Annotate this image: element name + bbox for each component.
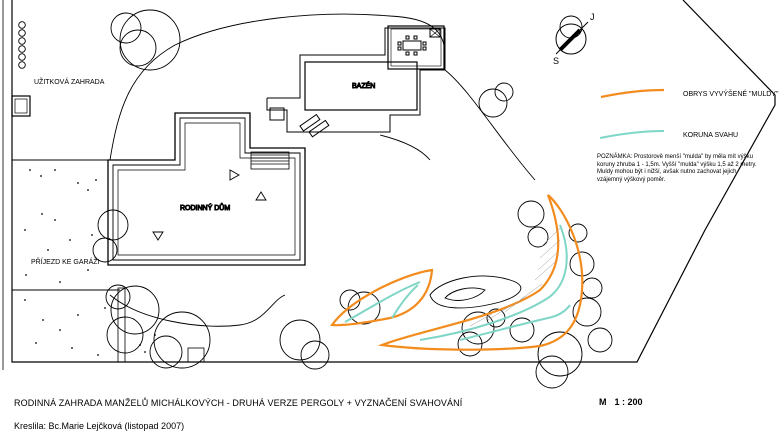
legend-mound-swatch [600, 88, 665, 99]
lawn-islands [429, 275, 522, 309]
mound-outlines [329, 194, 584, 351]
kitchen-garden: UŽITKOVÁ ZAHRADA [11, 21, 105, 117]
compass-north: J [590, 12, 595, 22]
family-house: RODINNÝ DŮM [107, 112, 306, 266]
compost-box [11, 95, 31, 117]
legend-slope-swatch [599, 130, 665, 139]
legend-mound-label: OBRYS VYVÝŠENÉ "MULDY" [683, 89, 779, 98]
driveway: PŘÍJEZD KE GARÁŽI [24, 169, 205, 363]
label-house: RODINNÝ DŮM [180, 203, 230, 212]
property-boundary [2, 0, 776, 370]
slope-crowns [344, 224, 571, 341]
sun-loungers [299, 113, 330, 138]
legend: OBRYS VYVÝŠENÉ "MULDY" KORUNA SVAHU [599, 88, 779, 139]
pool [304, 61, 418, 111]
scale: M 1 : 200 [599, 397, 643, 407]
label-kitchen-garden: UŽITKOVÁ ZAHRADA [34, 77, 105, 86]
entrance-arrow-north [255, 191, 267, 201]
vegetable-bed-circles [18, 21, 26, 69]
pool-area: BAZÉN [266, 25, 446, 138]
label-pool: BAZÉN [352, 81, 375, 90]
compass: S J [553, 12, 595, 66]
pergola [387, 25, 445, 70]
entrance-arrow-south [152, 231, 164, 241]
legend-slope-label: KORUNA SVAHU [683, 132, 738, 139]
scale-value: 1 : 200 [614, 397, 643, 407]
gravel-dots [24, 169, 156, 356]
slope-hatching [469, 227, 561, 327]
note: POZNÁMKA: Prostorově menší "mulda" by mě… [597, 154, 757, 183]
author: Kreslila: Bc.Marie Lejčková (listopad 20… [14, 421, 185, 431]
label-driveway: PŘÍJEZD KE GARÁŽI [31, 257, 100, 266]
lawn-edges [109, 13, 536, 327]
scale-prefix: M [599, 397, 607, 407]
drawing-title: RODINNÁ ZAHRADA MANŽELŮ MICHÁLKOVÝCH - D… [14, 398, 463, 408]
entrance-arrow-west [229, 169, 240, 181]
compass-south: S [553, 56, 559, 66]
terrace-stairs [250, 151, 290, 170]
trees [92, 9, 613, 389]
